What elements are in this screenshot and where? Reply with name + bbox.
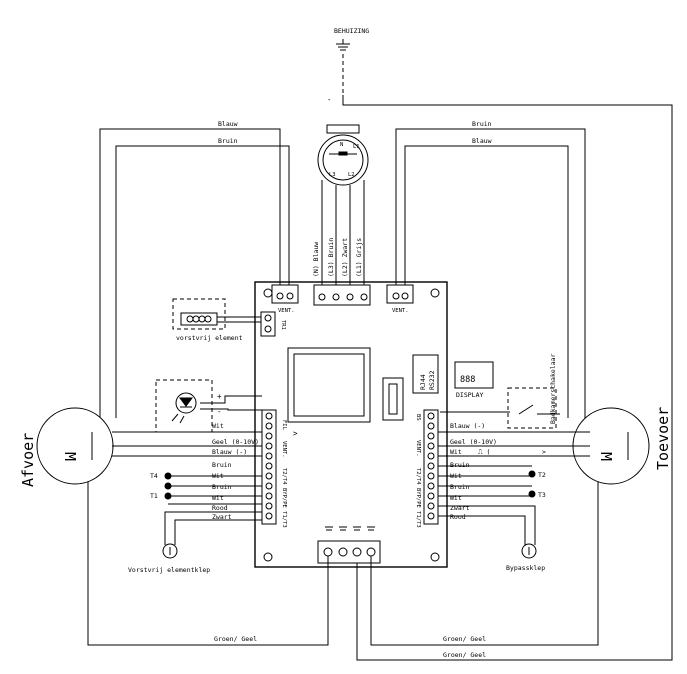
right-motor: M Toevoer [572,407,672,485]
frost-valve-icon: Vorstvrij elementklep [128,543,210,574]
sensor-t3: T3 [538,491,546,499]
rt-vent: VENT. [415,440,421,457]
rt-byp: BYP/PE T1/T3 [415,488,421,528]
plug-pin-l1: L1 [353,144,360,150]
lw-rood: Rood [212,504,228,512]
gy-left: Groen/ Geel [214,635,257,643]
rw-wit: Wit [450,448,462,456]
plug-pin-n: N [340,142,343,148]
rw-wit-1: Wit [450,472,462,480]
minus-label: - [327,95,332,104]
rt-bs: BS [415,414,421,421]
left-motor: M Afvoer [19,407,114,487]
housing-label: BEHUIZING [334,27,369,35]
rw-bruin-2: Bruin [450,483,470,491]
lt-vent: VENT. [281,441,287,458]
mains-l1: (L1) Grijs [355,238,363,277]
rw-rood: Rood [450,513,466,521]
rt-t2t4: T2/T4 [415,468,421,485]
lw-geel: Geel (0-10V) [212,438,259,446]
bathroom-switch: Badkamerschakelaar [507,353,557,429]
right-terminal-block: BS VENT. T2/T4 BYP/PE T1/T3 [415,409,439,528]
pwm-sign: ⎍ ( [478,448,490,456]
mains-l2: (L2) Zwart [341,238,349,277]
minus-sign: - [217,407,222,416]
lw-bruin-1: Bruin [212,461,232,469]
bathroom-switch-label: Badkamerschakelaar [549,353,557,424]
header-connector [382,377,404,421]
board-arrow: > [293,429,298,438]
vent-left-label: VENT. [278,308,295,314]
tr-connector: TR1 [260,311,286,337]
frost-valve-label: Vorstvrij elementklep [128,566,210,574]
tr-label: TR1 [280,320,286,330]
top-right-blue: Blauw [472,137,492,145]
top-left-blue: Blauw [218,120,238,128]
sensor-t2: T2 [538,471,546,479]
left-motor-symbol: M [61,452,79,461]
earth-icon [336,39,350,51]
rj44-label: RJ44 [419,374,427,390]
lw-zwart: Zwart [212,513,232,521]
transformer [287,347,371,423]
rs232-label: RS232 [428,370,436,390]
mains-n: (N) Blauw [312,242,320,277]
top-left-brown: Bruin [218,137,238,145]
vent-right-label: VENT. [392,308,409,314]
lt-fil: FIL [281,420,287,431]
right-motor-label: Toevoer [654,407,672,470]
lw-bruin-2: Bruin [212,483,232,491]
display-label: DISPLAY [456,391,483,399]
lt-byp: BYP/PE T1/T3 [281,488,287,528]
sensor-t4: T4 [150,472,158,480]
right-motor-symbol: M [597,452,615,461]
interface-ports: RJ44 RS232 [412,354,439,394]
left-motor-label: Afvoer [19,433,37,487]
rw-blauw: Blauw (-) [450,422,485,430]
mains-l3: (L3) Bruin [327,238,335,277]
top-right-brown: Bruin [472,120,492,128]
rw-wit-2: Wit [450,494,462,502]
rw-bruin-1: Bruin [450,461,470,469]
mains-plug: N L1 L2 L3 [317,124,369,186]
lw-wit-2: Wit [212,494,224,502]
rw-geel: Geel (0-10V) [450,438,497,446]
left-terminal-block: FIL VENT. T2/T4 BYP/PE T1/T3 [261,409,287,528]
lt-t2t4: T2/T4 [281,468,287,485]
rw-zwart: Zwart [450,504,470,512]
gy-right: Groen/ Geel [443,635,486,643]
gy-bottom: Groen/ Geel [443,651,486,659]
vent-connector-right: VENT. [386,284,414,314]
plug-pin-l3: L3 [329,172,336,178]
lw-blauw: Blauw (-) [212,448,247,456]
bypass-valve-icon: Bypassklep [506,543,545,572]
plug-pin-l2: L2 [348,172,355,178]
display: 888 DISPLAY [454,361,494,399]
bypass-valve-label: Bypassklep [506,564,545,572]
earth-terminal [317,526,381,564]
mains-labels: (N) Blauw (L3) Bruin (L2) Zwart (L1) Gri… [312,238,363,277]
lw-wit: Wit [212,422,224,430]
sensor-t1: T1 [150,492,158,500]
lw-wit-1: Wit [212,472,224,480]
frost-element: vorstvrij element [172,298,243,342]
right-arrow: > [542,448,546,456]
display-digits: 888 [460,375,475,385]
frost-element-label: vorstvrij element [176,334,243,342]
mains-terminal [313,284,371,306]
plus-sign: + [217,392,222,401]
main-board [254,281,448,568]
vent-connector-left: VENT. [271,284,299,314]
bypass-led: + - [155,379,222,433]
